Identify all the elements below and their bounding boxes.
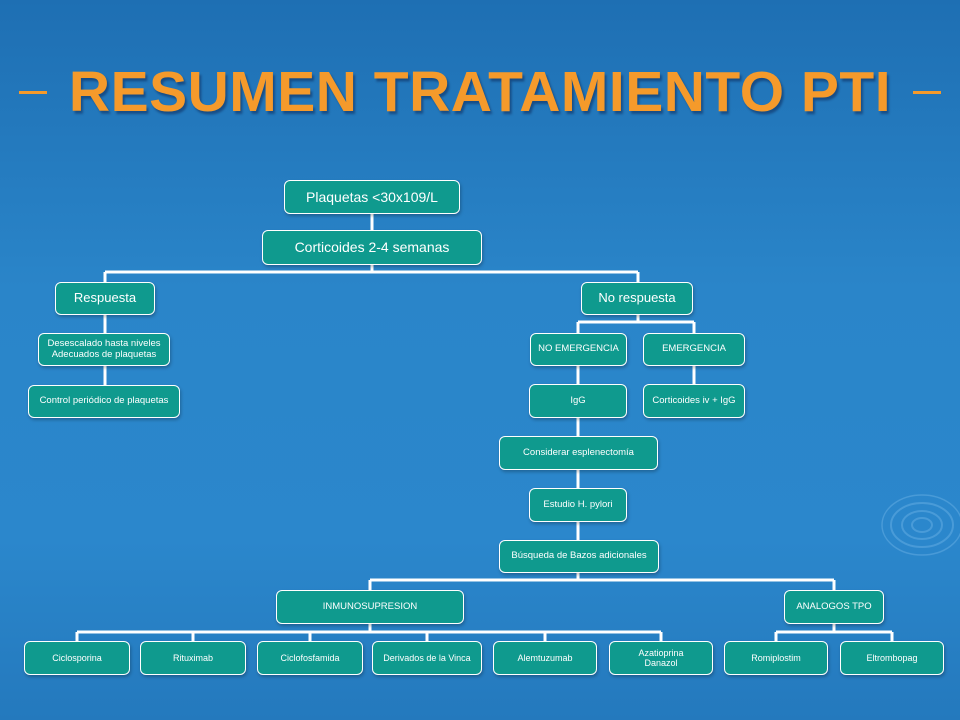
node-plaquetas: Plaquetas <30x109/L xyxy=(284,180,460,214)
title-dash-left xyxy=(18,90,47,94)
node-alemtuzumab: Alemtuzumab xyxy=(493,641,597,675)
node-bazos: Búsqueda de Bazos adicionales xyxy=(499,540,659,573)
node-ciclofosfamida: Ciclofosfamida xyxy=(257,641,363,675)
node-romiplostim: Romiplostim xyxy=(724,641,828,675)
node-pylori: Estudio H. pylori xyxy=(529,488,627,522)
node-emergencia: EMERGENCIA xyxy=(643,333,745,366)
title-bar: RESUMEN TRATAMIENTO PTI xyxy=(0,52,960,132)
node-eltrombopag: Eltrombopag xyxy=(840,641,944,675)
title-dash-right xyxy=(913,90,942,94)
node-azatioprina-danazol: Azatioprina Danazol xyxy=(609,641,713,675)
node-no-emergencia: NO EMERGENCIA xyxy=(530,333,627,366)
node-analogos-tpo: ANALOGOS TPO xyxy=(784,590,884,624)
node-respuesta: Respuesta xyxy=(55,282,155,315)
node-ciclosporina: Ciclosporina xyxy=(24,641,130,675)
node-desescalado: Desescalado hasta niveles Adecuados de p… xyxy=(38,333,170,366)
node-igg: IgG xyxy=(529,384,627,418)
node-derivados-vinca: Derivados de la Vinca xyxy=(372,641,482,675)
node-esplenectomia: Considerar esplenectomía xyxy=(499,436,658,470)
ripple-decoration xyxy=(881,494,960,556)
node-inmunosupresion: INMUNOSUPRESION xyxy=(276,590,464,624)
slide-title: RESUMEN TRATAMIENTO PTI xyxy=(68,60,892,124)
node-corticoides: Corticoides 2-4 semanas xyxy=(262,230,482,265)
node-no-respuesta: No respuesta xyxy=(581,282,693,315)
node-control: Control periódico de plaquetas xyxy=(28,385,180,418)
node-corticoides-iv: Corticoides iv + IgG xyxy=(643,384,745,418)
node-rituximab: Rituximab xyxy=(140,641,246,675)
